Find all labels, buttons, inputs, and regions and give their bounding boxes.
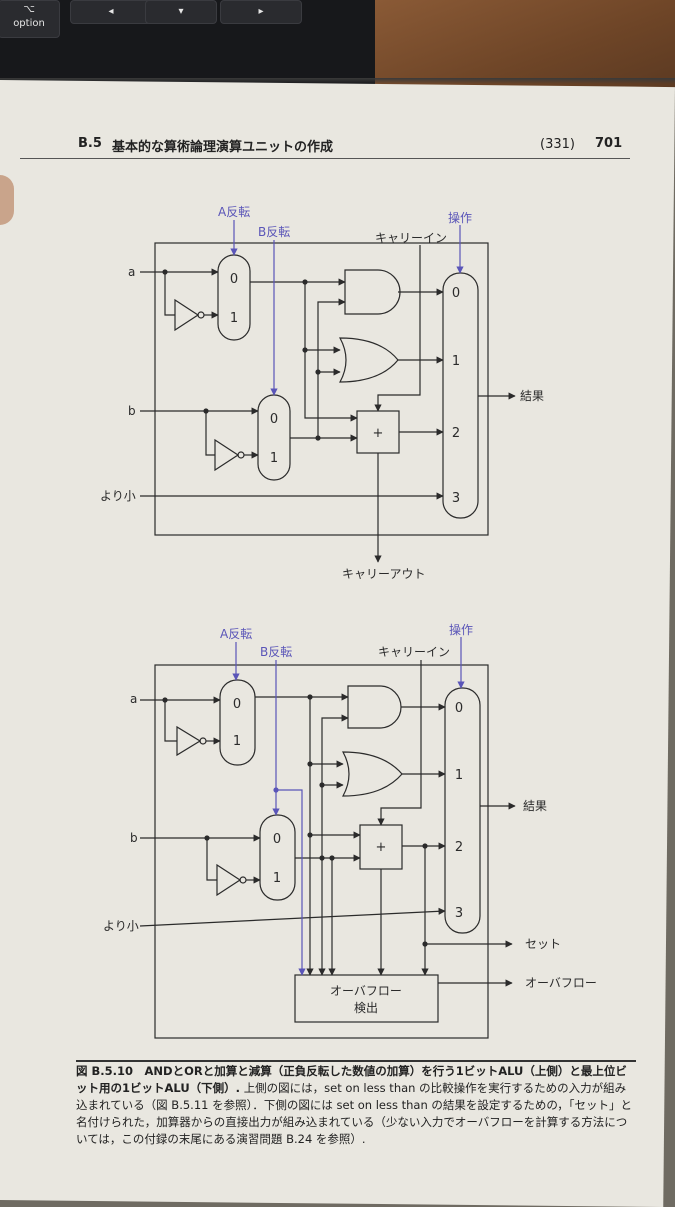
- mux-a-msb: [219, 679, 256, 766]
- mux-operation-msb: [444, 687, 481, 934]
- carry-in-label-msb: キャリーイン: [378, 645, 450, 659]
- down-arrow-key: ▾: [145, 0, 217, 24]
- overflow-label: オーバフロー: [525, 976, 597, 990]
- mux-b-msb-in0: 0: [273, 832, 281, 847]
- mux-op-msb-in1: 1: [455, 768, 463, 783]
- set-label: セット: [525, 937, 561, 951]
- or-gate-msb: [341, 751, 403, 797]
- page-number-original: (331): [540, 137, 575, 152]
- less-label: より小: [100, 489, 136, 503]
- less-label-msb: より小: [103, 919, 139, 933]
- overflow-detect-line2: 検出: [354, 1001, 378, 1015]
- mux-b-msb: [259, 814, 296, 901]
- input-b-label-msb: b: [130, 831, 138, 845]
- figure-caption: 図 B.5.10 ANDとORと加算と減算（正負反転した数値の加算）を行う1ビッ…: [76, 1063, 636, 1148]
- wooden-desk: [375, 0, 675, 88]
- header-rule: [20, 158, 630, 159]
- result-label-msb: 結果: [523, 799, 547, 813]
- mux-op-msb-in2: 2: [455, 840, 463, 855]
- and-gate: [344, 269, 401, 315]
- mux-b-in1: 1: [270, 451, 278, 466]
- operation-label: 操作: [448, 210, 472, 225]
- inverter-a-msb: [176, 725, 202, 757]
- mux-b-in0: 0: [270, 412, 278, 427]
- adder-label: +: [373, 426, 384, 441]
- mux-a-in1: 1: [230, 311, 238, 326]
- inverter-b-msb: [216, 863, 242, 897]
- page-shadow: [0, 78, 675, 84]
- section-number: B.5: [78, 136, 102, 151]
- mux-b-msb-in1: 1: [273, 871, 281, 886]
- input-b-label: b: [128, 404, 136, 418]
- input-a-label-msb: a: [130, 692, 137, 706]
- keyboard: ⌥ option ◂ ▾ ▸: [0, 0, 375, 88]
- alu-boundary-msb: [154, 664, 489, 1039]
- mux-op-in2: 2: [452, 426, 460, 441]
- and-gate-msb: [347, 685, 402, 729]
- result-label: 結果: [520, 389, 544, 403]
- a-invert-label: A反転: [218, 205, 250, 219]
- mux-op-msb-in3: 3: [455, 906, 463, 921]
- a-invert-label-msb: A反転: [220, 627, 252, 641]
- carry-out-label: キャリーアウト: [342, 567, 426, 581]
- carry-in-label: キャリーイン: [375, 231, 447, 245]
- mux-op-msb-in0: 0: [455, 701, 463, 716]
- page-number: 701: [595, 136, 623, 151]
- mux-op-in1: 1: [452, 354, 460, 369]
- section-title: 基本的な算術論理演算ユニットの作成: [112, 140, 334, 155]
- right-arrow-key: ▸: [220, 0, 302, 24]
- overflow-detect-line1: オーバフロー: [330, 984, 402, 998]
- mux-a-msb-in1: 1: [233, 734, 241, 749]
- b-invert-label-msb: B反転: [260, 645, 292, 659]
- finger: [0, 175, 14, 225]
- operation-label-msb: 操作: [449, 622, 473, 637]
- input-a-label: a: [128, 265, 135, 279]
- mux-a-msb-in0: 0: [233, 697, 241, 712]
- option-key: ⌥ option: [0, 0, 60, 38]
- caption-rule: [76, 1060, 636, 1062]
- caption-body: 上側の図には，set on less than の比較操作を実行するための入力が…: [76, 1081, 632, 1146]
- or-gate: [338, 337, 399, 383]
- adder-msb-label: +: [376, 840, 387, 855]
- alu-boundary: [154, 242, 489, 536]
- mux-op-in3: 3: [452, 491, 460, 506]
- caption-title: 図 B.5.10 ANDとORと加算と減算（正負反転した数値の加算）を行う1ビッ…: [76, 1064, 627, 1095]
- mux-a-in0: 0: [230, 272, 238, 287]
- mux-op-in0: 0: [452, 286, 460, 301]
- overflow-detection-box: [294, 974, 439, 1023]
- b-invert-label: B反転: [258, 225, 290, 239]
